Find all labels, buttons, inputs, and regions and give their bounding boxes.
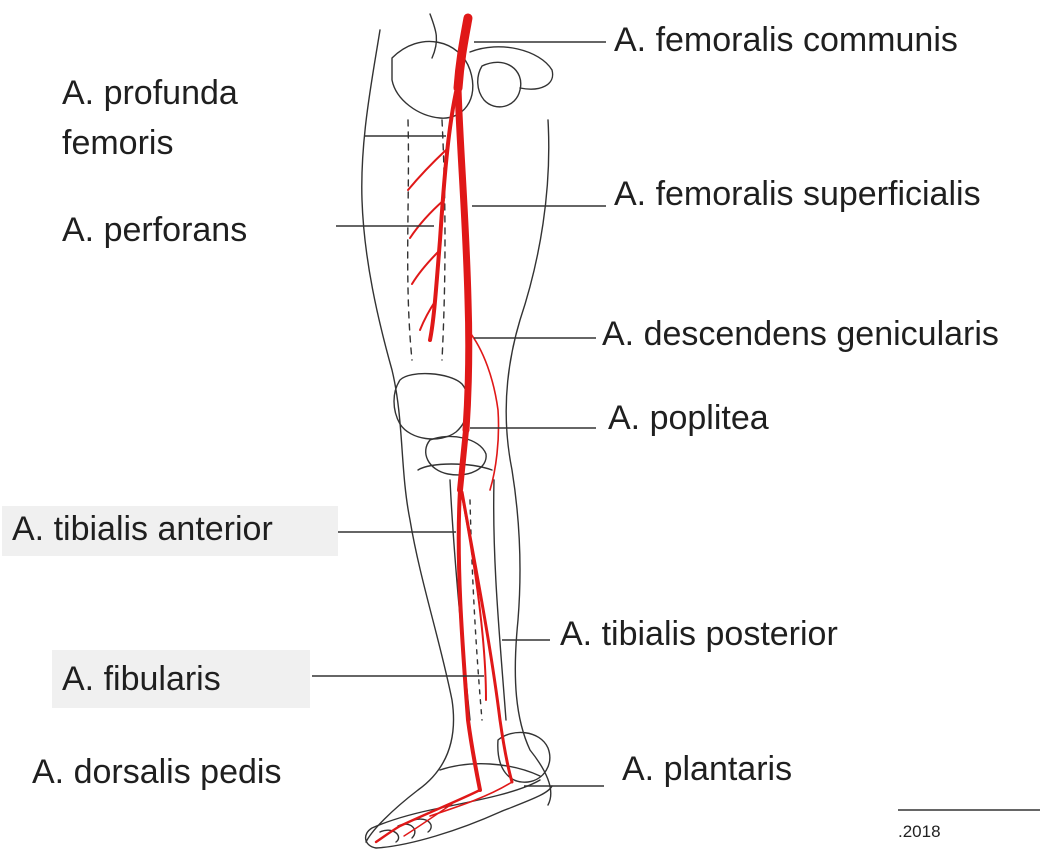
label-plantaris: A. plantaris <box>622 749 792 790</box>
label-tibialis-anterior: A. tibialis anterior <box>2 506 338 556</box>
label-tibialis-posterior: A. tibialis posterior <box>560 614 838 655</box>
label-profunda-femoris-line2: femoris <box>62 123 173 164</box>
label-dorsalis-pedis: A. dorsalis pedis <box>32 752 281 793</box>
label-femoralis-superficialis: A. femoralis superficialis <box>614 174 981 215</box>
footer-date: .2018 <box>898 822 941 842</box>
label-perforans: A. perforans <box>62 210 247 251</box>
label-profunda-femoris-line1: A. profunda <box>62 73 238 114</box>
label-poplitea: A. poplitea <box>608 398 769 439</box>
label-descendens-genicularis: A. descendens genicularis <box>602 314 999 355</box>
label-femoralis-communis: A. femoralis communis <box>614 20 958 61</box>
label-fibularis: A. fibularis <box>52 650 310 708</box>
artery-tree <box>376 18 512 842</box>
